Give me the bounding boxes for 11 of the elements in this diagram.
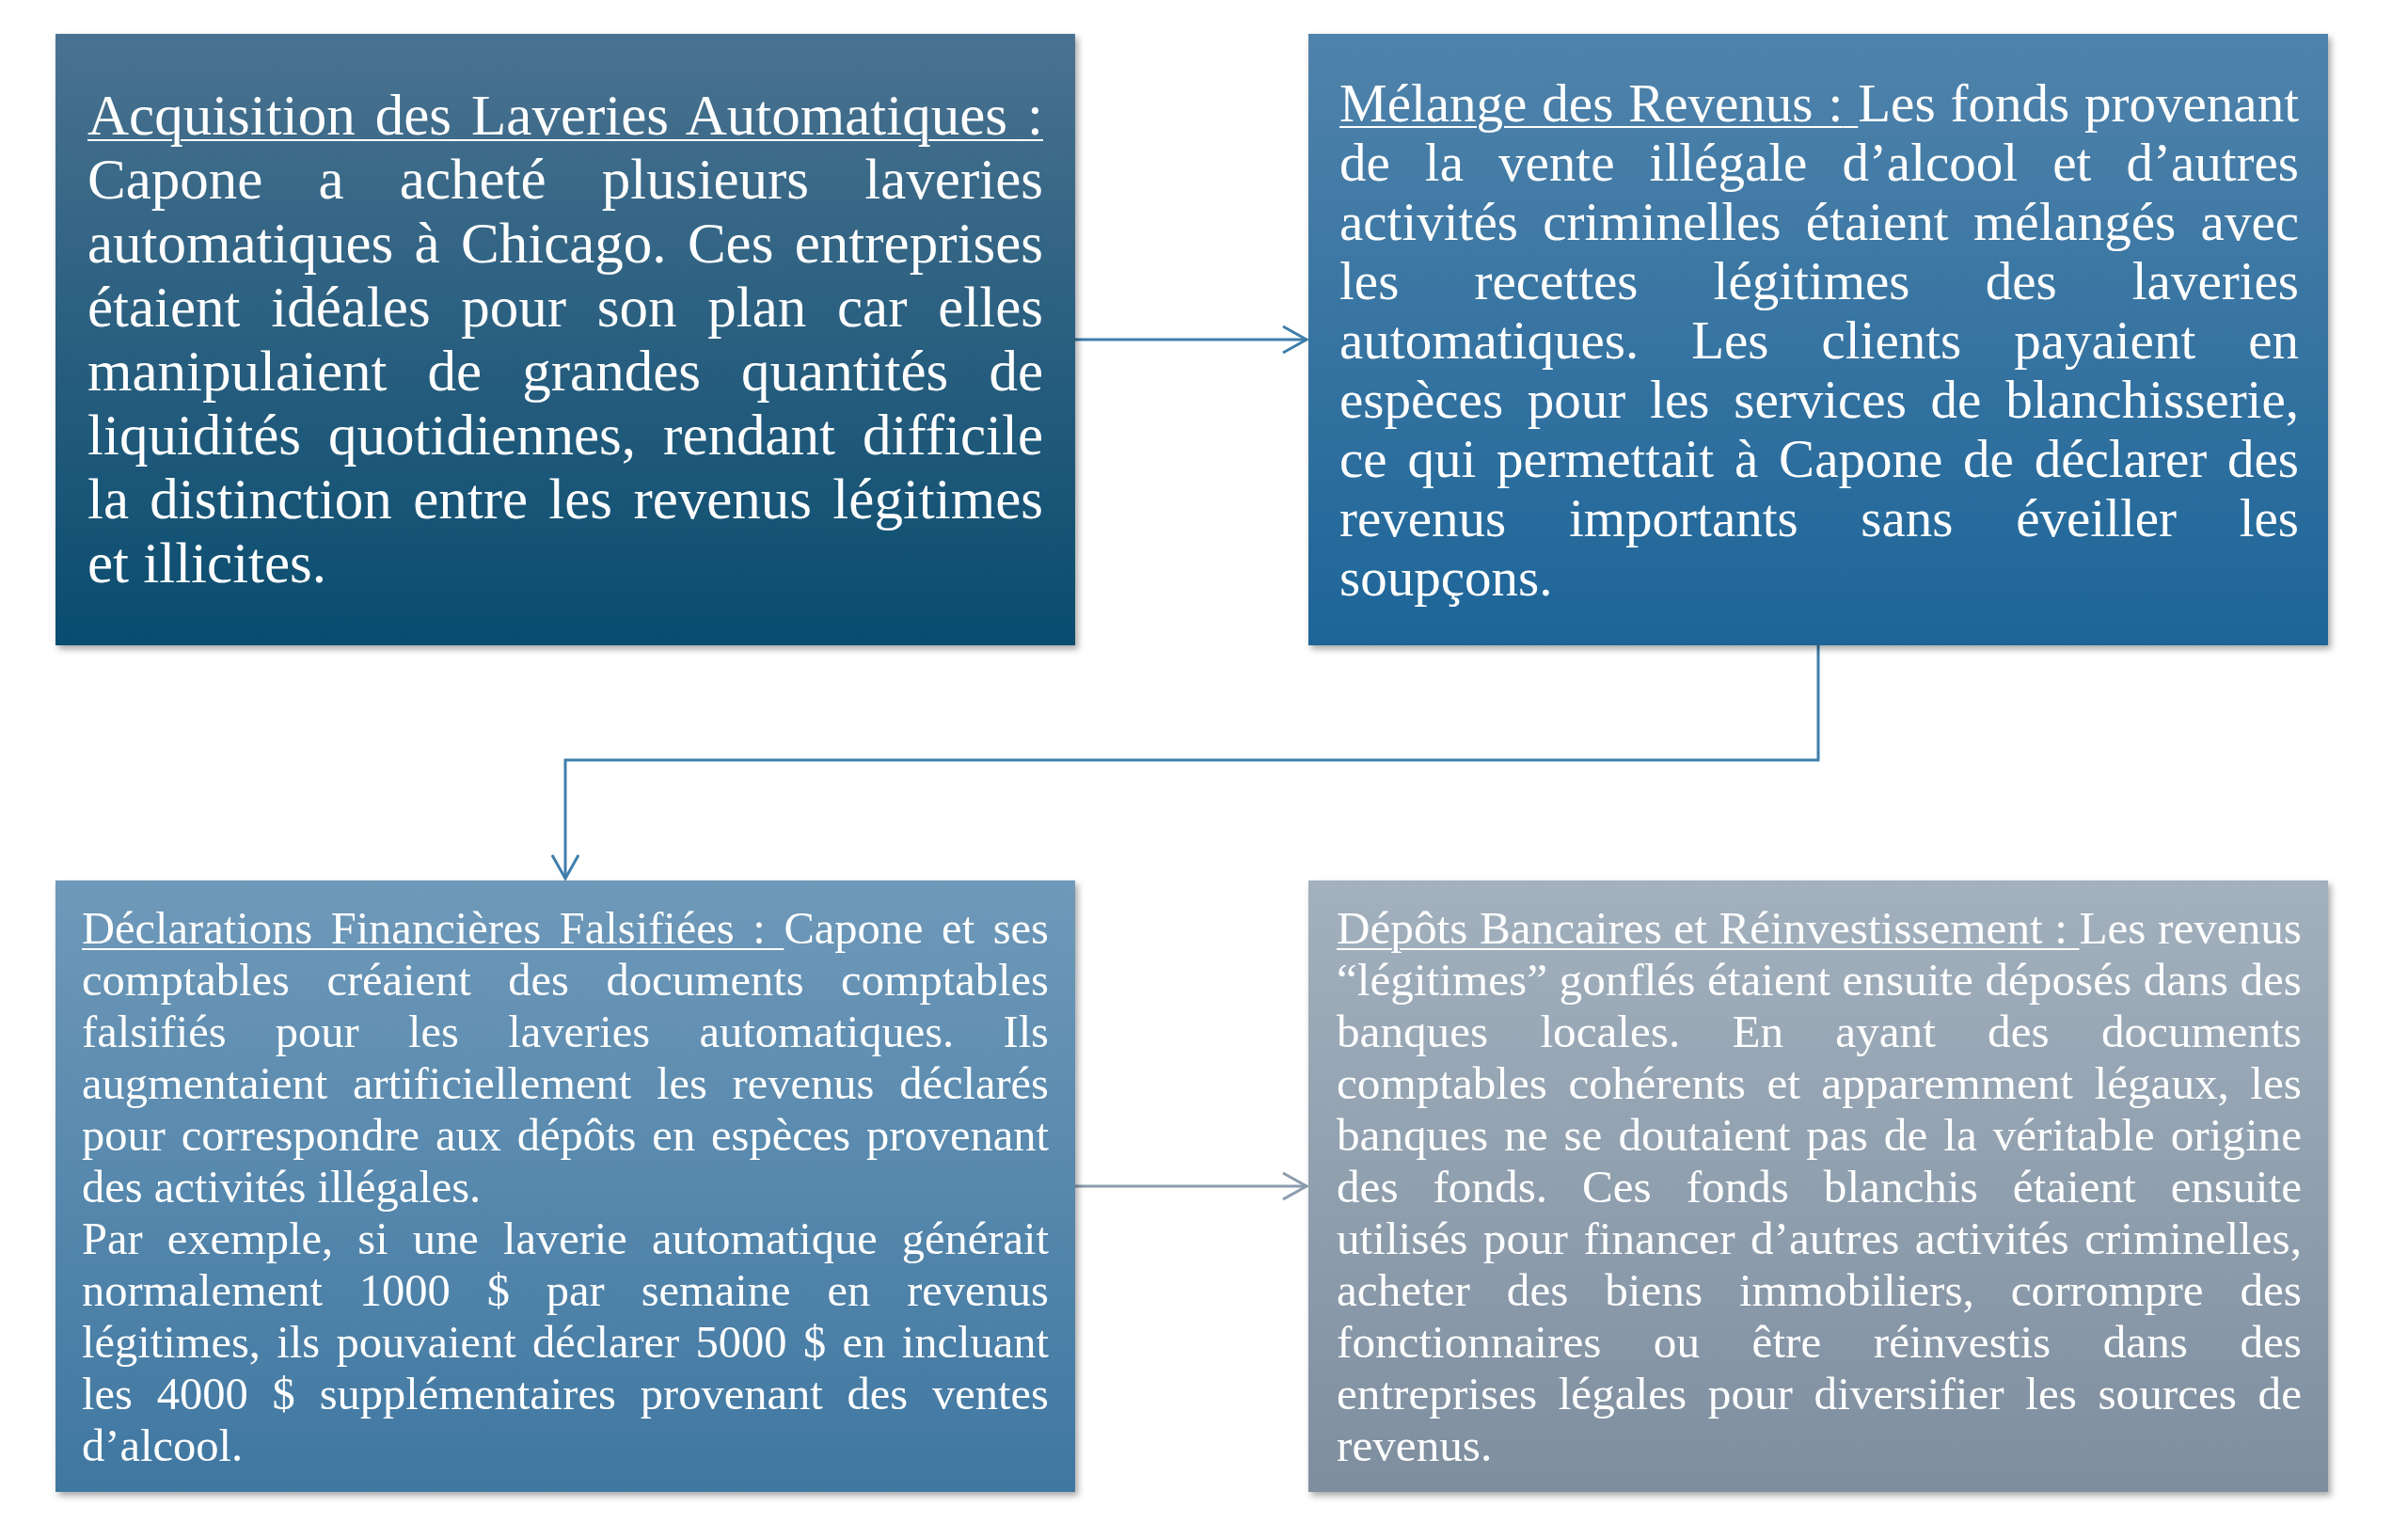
description-text: Dépôts Bancaires et Réinvestissement : Les revenus “légitimes” gonflés étaient ensuite déposés dans des banques locales. En ayant des documents comptables cohérents et apparemment légaux, les banques ne se doutaient pas de la véritable origine des fonds. Ces fonds blanchis étaient ensuite utilisés pour financer d’autres activités criminelles, acheter des biens immobiliers, corrompre des fonctionnaires ou être réinvestis dans des entreprises légales pour diversifier les sources de revenus.	[1337, 901, 2302, 1471]
arrow	[1075, 325, 1308, 355]
process-box	[1308, 34, 2328, 645]
process-box	[55, 34, 1075, 645]
description-text: Acquisition des Laveries Automatiques : Capone a acheté plusieurs laveries automatiques à Chicago. Ces entreprises étaient idéales pour son plan car elles manipulaient de grandes quantités de liquidités quotidiennes, rendant difficile la distinction entre les revenus légitimes et illicites.	[87, 84, 1043, 595]
arrow	[550, 645, 1820, 880]
description-text: Par exemple, si une laverie automatique générait normalement 1000 $ par semaine en revenus légitimes, ils pouvaient déclarer 5000 $ en incluant les 4000 $ supplémentaires provenant des ventes d’alcool.	[82, 1212, 1049, 1471]
description-text: Mélange des Revenus : Les fonds provenant de la vente illégale d’alcool et d’autres activités criminelles étaient mélangés avec les recettes légitimes des laveries automatiques. Les clients payaient en espèces pour les services de blanchisserie, ce qui permettait à Capone de déclarer des revenus importants sans éveiller les soupçons.	[1339, 72, 2299, 607]
arrow	[1075, 1171, 1308, 1201]
process-box	[55, 880, 1075, 1492]
description-text: Déclarations Financières Falsifiées : Capone et ses comptables créaient des documents comptables falsifiés pour les laveries automatiques. Ils augmentaient artificiellement les revenus déclarés pour correspondre aux dépôts en espèces provenant des activités illégales.	[82, 901, 1049, 1213]
